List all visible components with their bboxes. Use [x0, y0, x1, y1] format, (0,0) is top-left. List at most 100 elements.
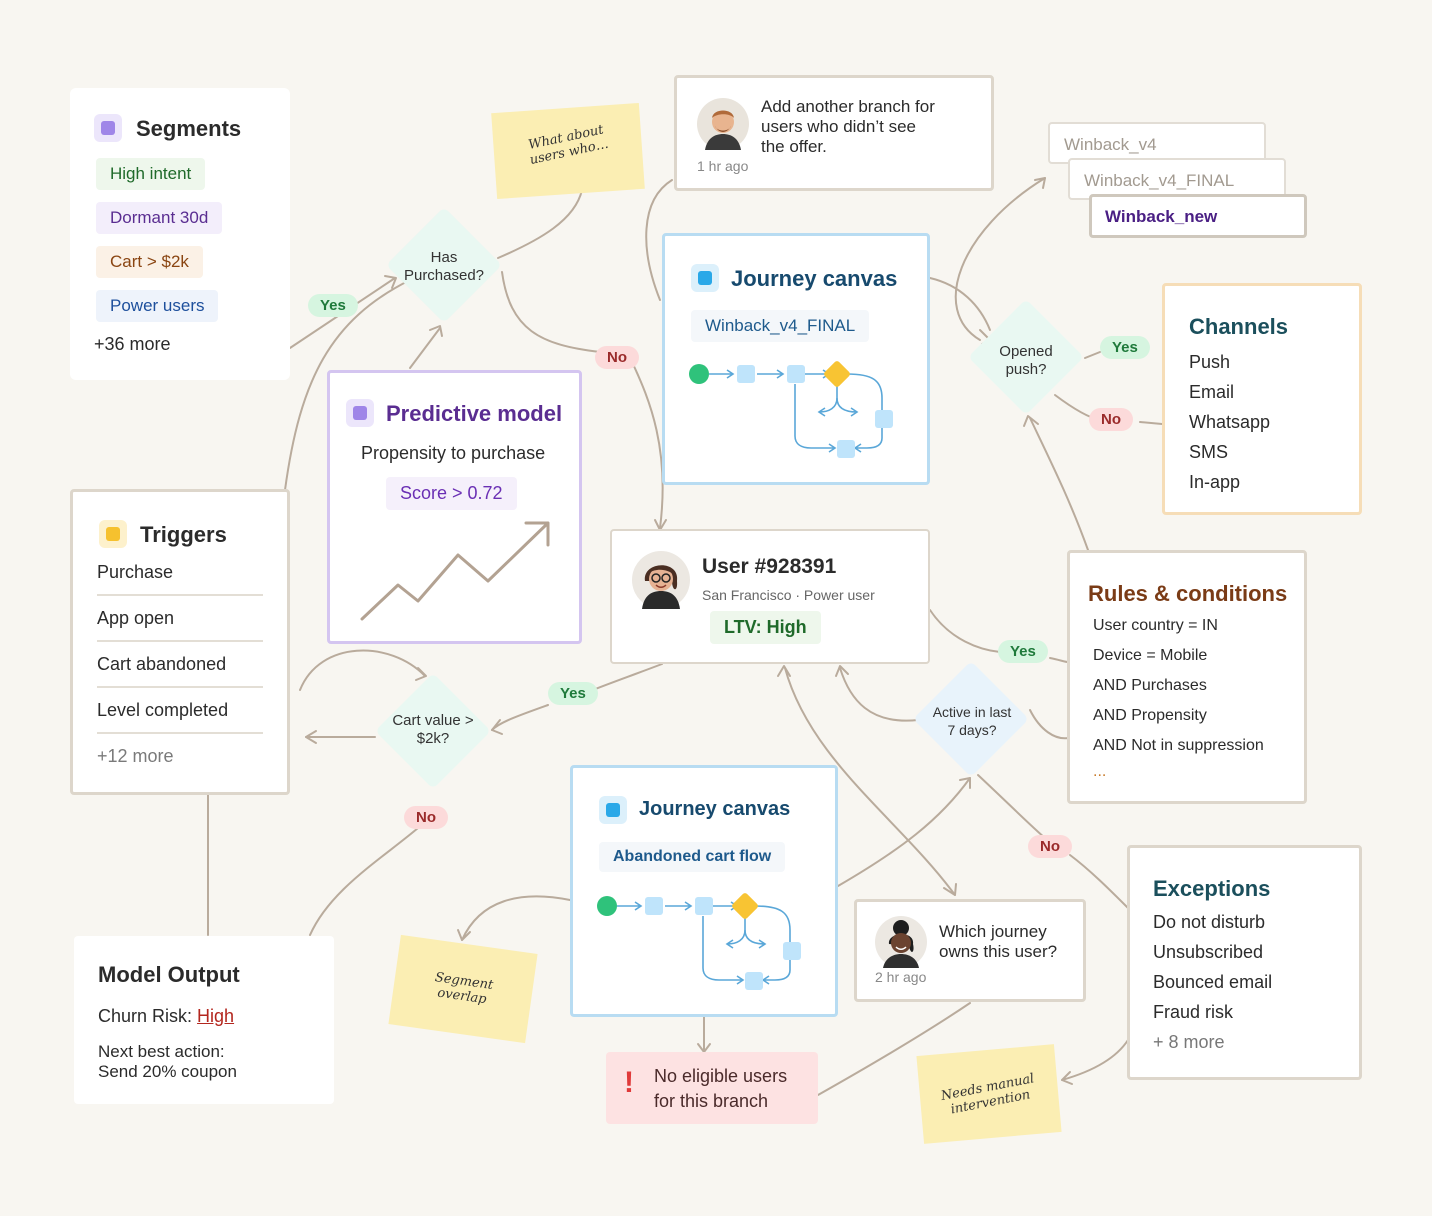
decision-active-label: Active in last 7 days? — [932, 704, 1012, 738]
user-meta: San Francisco · Power user — [702, 587, 875, 603]
comment-bottom-time: 2 hr ago — [875, 969, 927, 985]
exception-unsubscribed: Unsubscribed — [1153, 942, 1264, 962]
branch-yes-rules[interactable]: Yes — [998, 640, 1048, 663]
decision-cart-value-label: Cart value > $2k? — [392, 712, 474, 747]
triggers-title: Triggers — [140, 522, 227, 547]
channel-push[interactable]: Push — [1189, 352, 1231, 372]
sticky-note-segment-overlap: Segment overlap — [388, 934, 538, 1044]
rules-more[interactable]: ... — [1093, 763, 1107, 780]
avatar-woman — [875, 916, 927, 968]
segments-panel: Segments High intent Dormant 30d Cart > … — [70, 88, 290, 380]
user-name: User #928391 — [702, 555, 837, 578]
triggers-panel: Triggers Purchase App open Cart abandone… — [70, 489, 290, 795]
branch-no-has-purchased[interactable]: No — [595, 346, 639, 369]
journey-bottom-flow-icon — [597, 893, 801, 990]
journey-bottom-chip[interactable]: Abandoned cart flow — [599, 842, 786, 872]
comment-card-bottom: Which journey owns this user? 2 hr ago — [854, 899, 1086, 1002]
branch-yes-cart-value[interactable]: Yes — [548, 682, 598, 705]
journey-top-chip[interactable]: Winback_v4_FINAL — [691, 310, 870, 342]
churn-risk-value[interactable]: High — [197, 1006, 235, 1026]
avatar-man — [697, 98, 749, 150]
segments-square-icon — [94, 114, 122, 142]
sticky-note-manual-text: Needs manual intervention — [939, 1071, 1036, 1118]
segment-chip-dormant[interactable]: Dormant 30d — [96, 202, 223, 234]
exception-bounced: Bounced email — [1153, 972, 1273, 992]
journey-top-flow-icon — [689, 361, 893, 458]
channel-whatsapp[interactable]: Whatsapp — [1189, 412, 1271, 432]
exceptions-title: Exceptions — [1153, 876, 1271, 901]
segment-chip-power-users[interactable]: Power users — [96, 290, 219, 322]
version-v4-final-label: Winback_v4_FINAL — [1084, 171, 1235, 190]
predictive-square-icon — [346, 399, 374, 427]
comment-bottom-text: Which journey owns this user? — [939, 922, 1058, 961]
exception-dnd: Do not disturb — [1153, 912, 1266, 932]
exception-fraud: Fraud risk — [1153, 1002, 1234, 1022]
exceptions-more[interactable]: + 8 more — [1153, 1032, 1225, 1052]
version-new-label: Winback_new — [1105, 207, 1218, 226]
branch-no-active[interactable]: No — [1028, 835, 1072, 858]
channel-sms[interactable]: SMS — [1189, 442, 1229, 462]
rule-propensity: AND Propensity — [1093, 707, 1207, 724]
decision-opened-push-label: Opened push? — [999, 343, 1053, 378]
rule-country: User country = IN — [1093, 617, 1218, 634]
channels-panel: Channels Push Email Whatsapp SMS In-app — [1162, 283, 1362, 515]
version-v4-label: Winback_v4 — [1064, 135, 1157, 154]
rule-purchases: AND Purchases — [1093, 677, 1207, 694]
next-best-action-value: Send 20% coupon — [98, 1062, 237, 1081]
churn-risk-label: Churn Risk: — [98, 1006, 193, 1026]
branch-yes-has-purchased[interactable]: Yes — [308, 294, 358, 317]
user-card[interactable]: User #928391 San Francisco · Power user … — [610, 529, 930, 664]
trigger-app-open[interactable]: App open — [97, 608, 175, 628]
comment-top-text: Add another branch for users who didn’t … — [761, 97, 935, 156]
version-item-v4[interactable]: Winback_v4 — [1048, 122, 1266, 164]
branch-yes-opened-push[interactable]: Yes — [1100, 336, 1150, 359]
sticky-note-manual-intervention: Needs manual intervention — [916, 1044, 1062, 1144]
exceptions-panel: Exceptions Do not disturb Unsubscribed B… — [1127, 845, 1362, 1080]
predictive-score-chip: Score > 0.72 — [386, 477, 517, 510]
journey-canvas-top[interactable]: Journey canvas Winback_v4_FINAL — [662, 233, 930, 485]
sticky-note-what-about-text: What about users who… — [527, 122, 610, 169]
triggers-square-icon — [99, 520, 127, 548]
channel-email[interactable]: Email — [1189, 382, 1235, 402]
segment-chip-high-intent[interactable]: High intent — [96, 158, 206, 190]
segments-more-link[interactable]: +36 more — [94, 334, 171, 354]
alert-no-eligible-users: ! No eligible users for this branch — [606, 1052, 818, 1124]
trend-up-chart-icon — [360, 521, 550, 621]
segment-chip-cart[interactable]: Cart > $2k — [96, 246, 203, 278]
alert-exclamation-icon: ! — [624, 1066, 634, 1099]
branch-no-cart-value[interactable]: No — [404, 806, 448, 829]
rule-suppression: AND Not in suppression — [1093, 737, 1264, 754]
avatar-woman-glasses — [632, 551, 690, 609]
journey-top-square-icon — [691, 264, 719, 292]
user-ltv-chip: LTV: High — [710, 611, 821, 644]
channel-in-app[interactable]: In-app — [1189, 472, 1241, 492]
model-output-title: Model Output — [98, 962, 240, 987]
sticky-note-segment-overlap-text: Segment overlap — [434, 970, 495, 1008]
predictive-title: Predictive model — [386, 401, 563, 426]
predictive-model-card[interactable]: Predictive model Propensity to purchase … — [327, 370, 582, 644]
triggers-more-link[interactable]: +12 more — [97, 746, 174, 766]
next-best-action-label: Next best action: — [98, 1042, 225, 1061]
decision-has-purchased-label: Has Purchased? — [403, 249, 485, 284]
branch-no-opened-push[interactable]: No — [1089, 408, 1133, 431]
churn-risk-row: Churn Risk: High — [98, 1006, 234, 1027]
segments-title: Segments — [136, 116, 242, 141]
rule-device: Device = Mobile — [1093, 647, 1208, 664]
trigger-purchase[interactable]: Purchase — [97, 562, 174, 582]
comment-top-time: 1 hr ago — [697, 158, 749, 174]
model-output-panel: Model Output Churn Risk: High Next best … — [74, 936, 334, 1104]
journey-bottom-title: Journey canvas — [639, 798, 791, 820]
triggers-divider-2 — [97, 640, 263, 642]
trigger-cart-abandoned[interactable]: Cart abandoned — [97, 654, 227, 674]
journey-canvas-bottom[interactable]: Journey canvas Abandoned cart flow — [570, 765, 838, 1017]
rules-title: Rules & conditions — [1088, 581, 1288, 606]
rules-conditions-panel: Rules & conditions User country = IN Dev… — [1067, 550, 1307, 804]
version-item-new[interactable]: Winback_new — [1089, 194, 1307, 238]
comment-card-top: Add another branch for users who didn’t … — [674, 75, 994, 191]
journey-top-title: Journey canvas — [731, 266, 898, 291]
journey-bottom-square-icon — [599, 796, 627, 824]
triggers-divider-4 — [97, 732, 263, 734]
trigger-level-completed[interactable]: Level completed — [97, 700, 229, 720]
predictive-subtitle: Propensity to purchase — [361, 443, 546, 463]
